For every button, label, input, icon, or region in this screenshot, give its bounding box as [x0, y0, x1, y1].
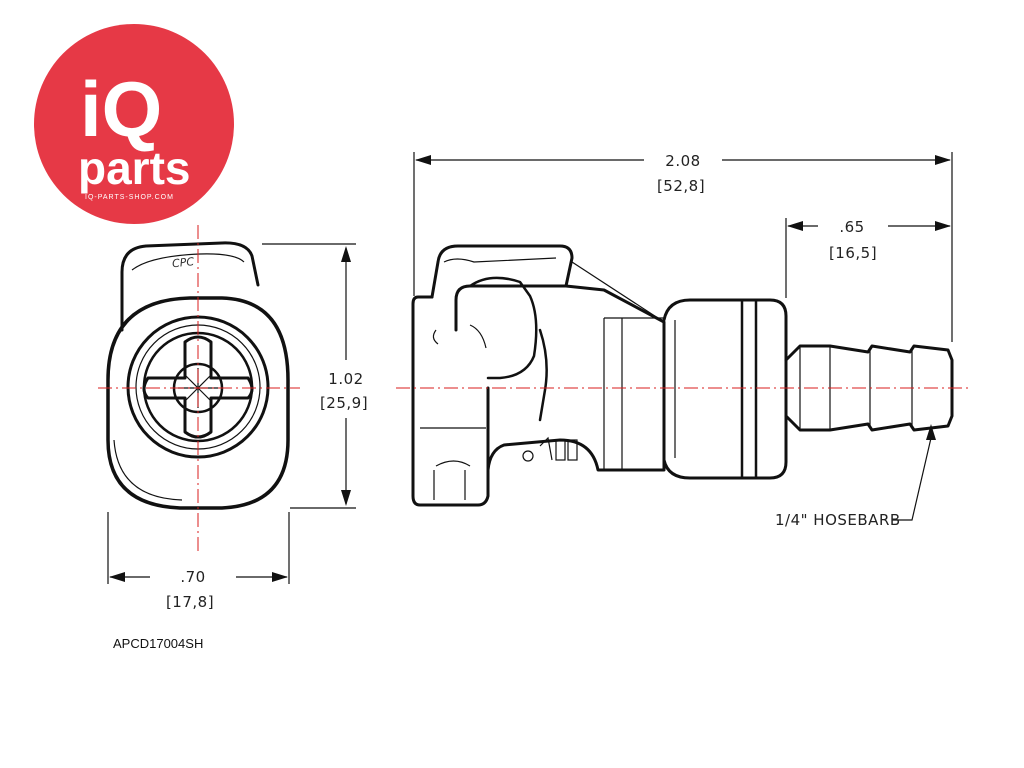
iq-parts-logo: iQ parts IQ-PARTS-SHOP.COM [34, 24, 234, 224]
date-stamp [522, 436, 578, 462]
length-inch: 2.08 [665, 152, 700, 170]
collar [662, 298, 788, 480]
cap-stamp: CPC [171, 255, 195, 270]
hosebarb-callout: 1/4" HOSEBARB [775, 424, 936, 529]
height-inch: 1.02 [328, 370, 363, 388]
front-cap-inner [131, 253, 245, 271]
body-top-line [571, 261, 665, 323]
latch-lever [468, 276, 538, 380]
width-mm: [17,8] [166, 593, 214, 611]
barb-inch: .65 [839, 218, 864, 236]
face-notch-bottom [435, 460, 471, 467]
side-body [486, 284, 666, 472]
height-dimension: 1.02 [25,9] [262, 243, 368, 509]
coupling-face [411, 295, 490, 507]
length-mm: [52,8] [657, 177, 705, 195]
width-inch: .70 [180, 568, 205, 586]
front-top-cap [120, 241, 260, 332]
front-body-outline [106, 296, 290, 510]
barb-length-dimension: .65 [16,5] [785, 218, 951, 298]
latch-top [430, 244, 574, 332]
logo-parts: parts [78, 142, 190, 194]
overall-length-dimension: 2.08 [52,8] [413, 152, 953, 342]
side-view [396, 244, 972, 507]
logo-iq: iQ [80, 65, 162, 153]
logo-url: IQ-PARTS-SHOP.COM [85, 194, 174, 201]
front-body-inner-edge [113, 439, 183, 501]
face-notch-top [432, 329, 439, 345]
height-mm: [25,9] [320, 394, 368, 412]
body-contour [538, 328, 548, 422]
part-number: APCD17004SH [113, 636, 204, 651]
hosebarb-label: 1/4" HOSEBARB [775, 511, 901, 529]
valve-cross [142, 335, 254, 439]
width-dimension: .70 [17,8] [107, 512, 290, 611]
barb-mm: [16,5] [829, 244, 877, 262]
latch-curve [469, 324, 487, 349]
latch-inner [443, 257, 557, 263]
front-view: CPC [98, 225, 300, 555]
